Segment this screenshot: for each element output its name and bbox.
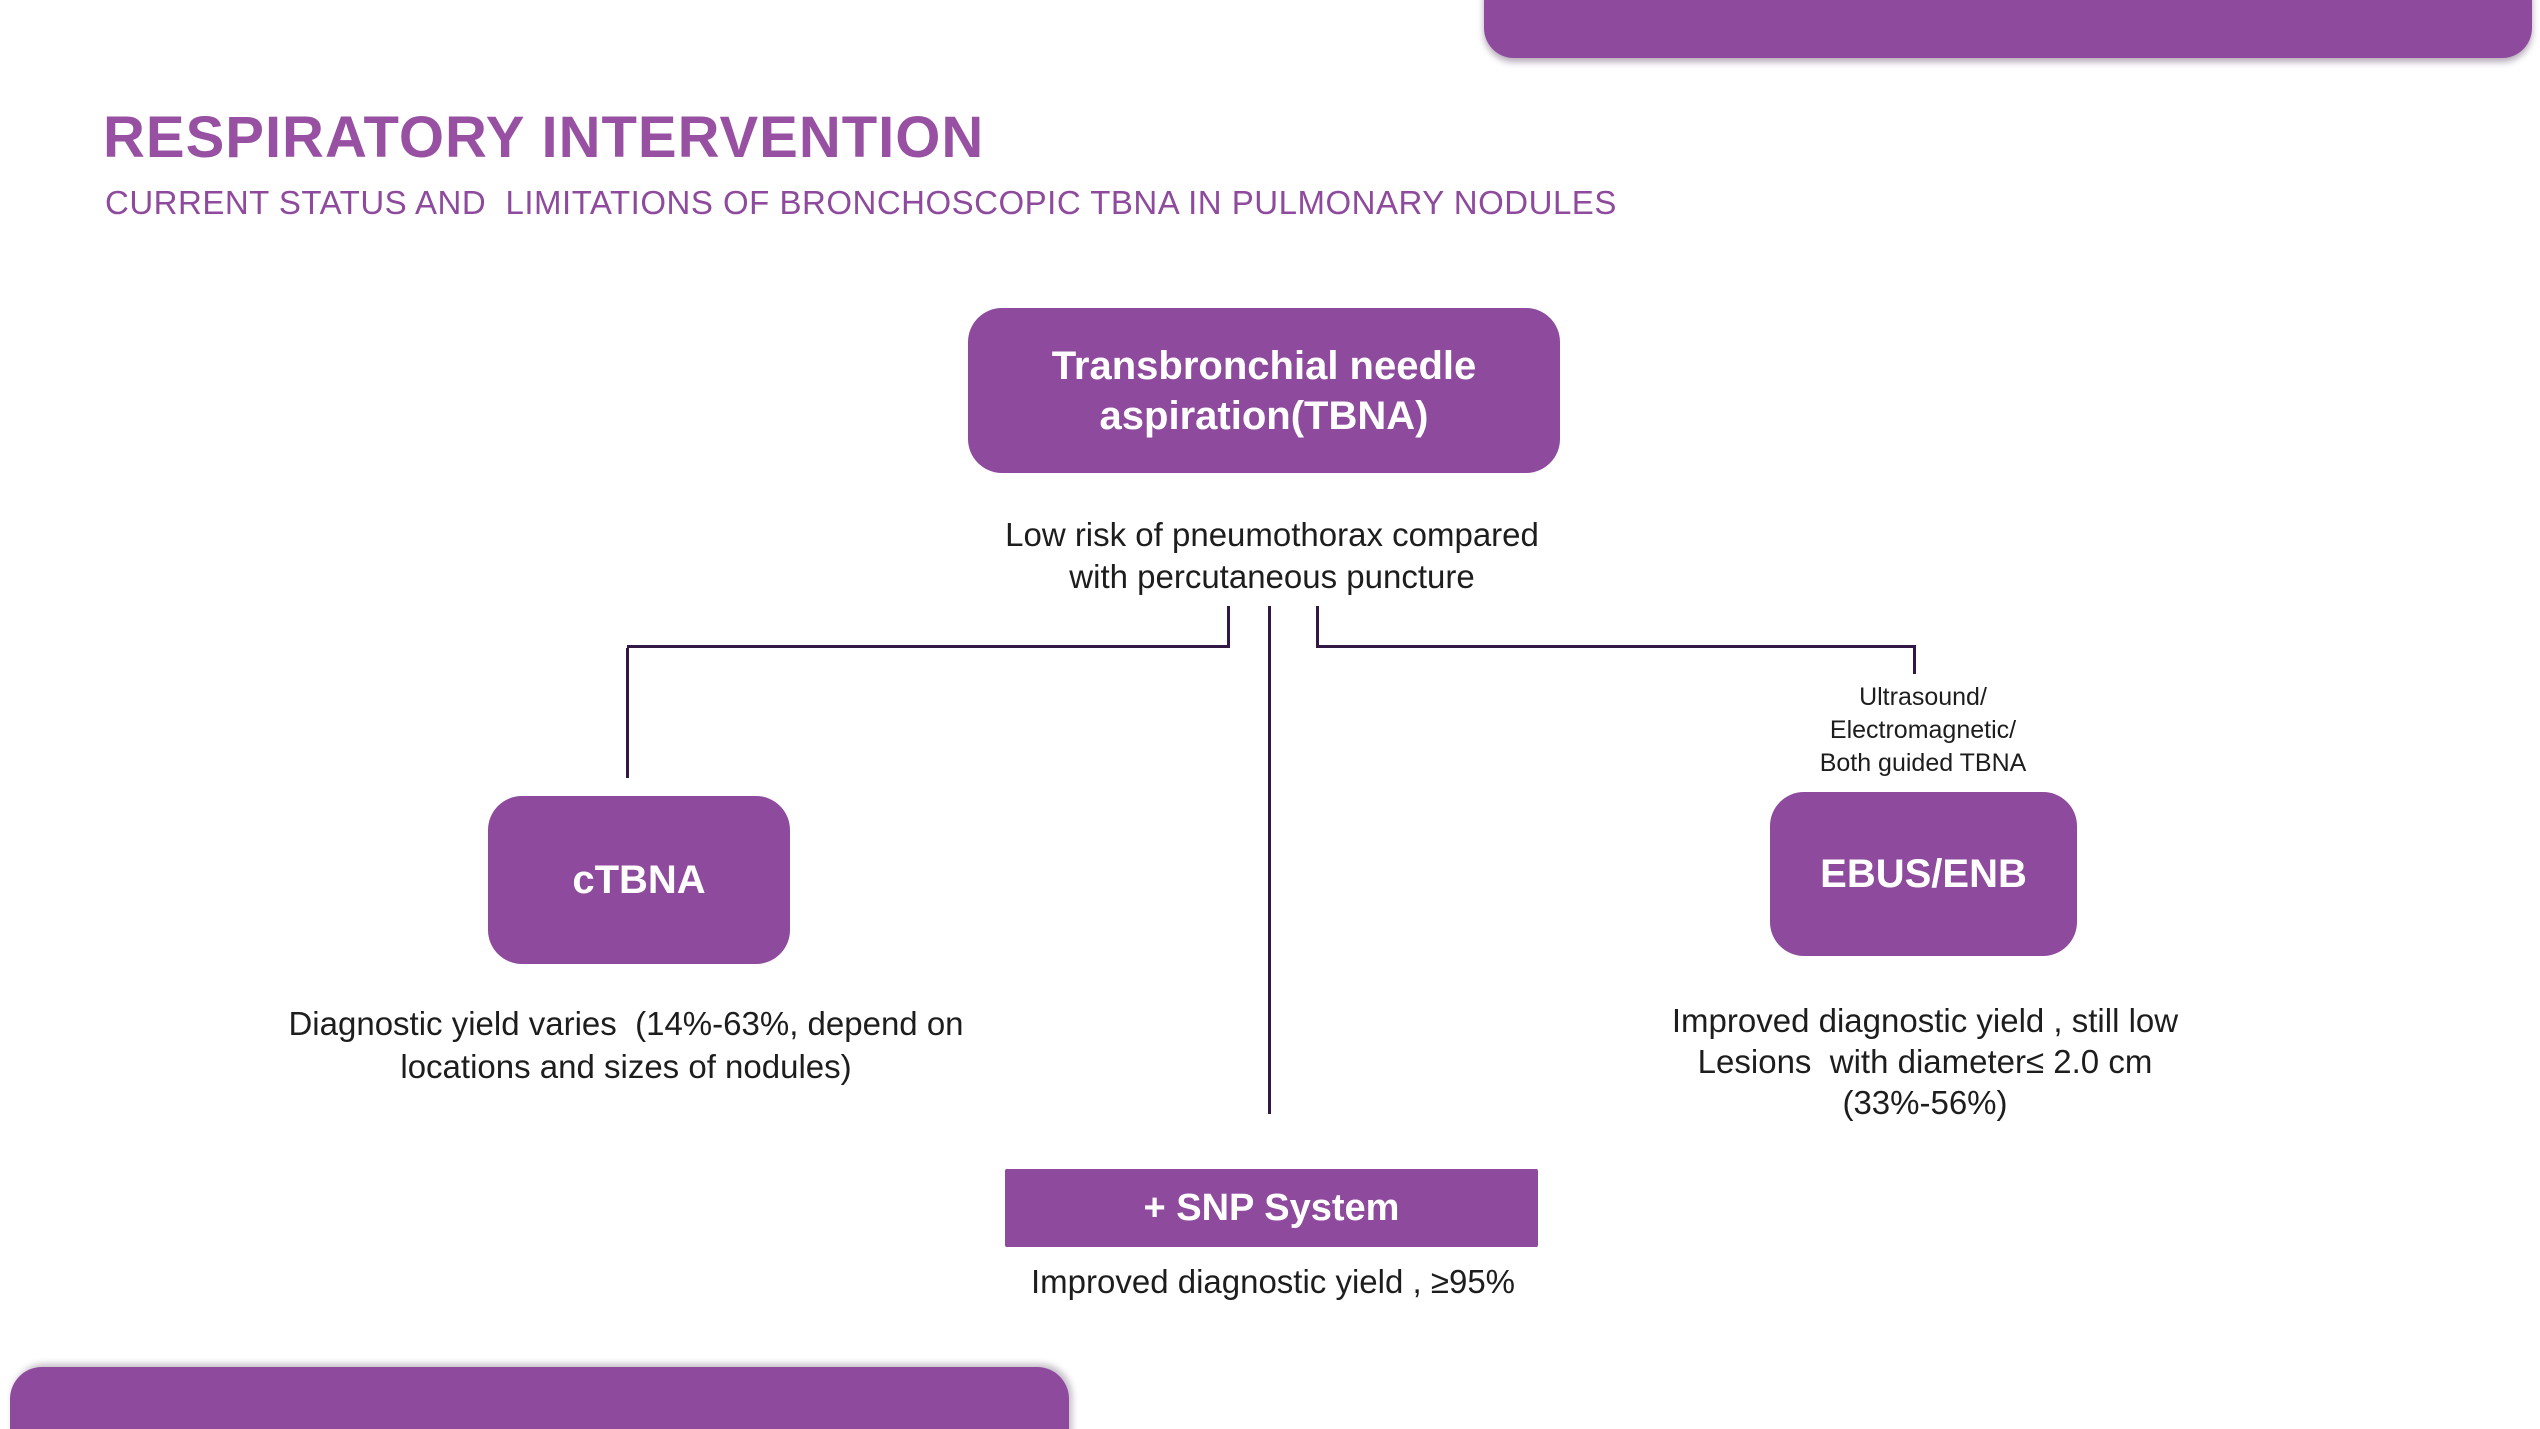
node-ebus-enb-label: EBUS/ENB	[1820, 851, 2027, 896]
connector-vertical-left	[626, 648, 629, 778]
page-subtitle: CURRENT STATUS AND LIMITATIONS OF BRONCH…	[105, 184, 1617, 221]
connector-stub-left	[1227, 606, 1230, 648]
annotation-guided-tbna: Ultrasound/ Electromagnetic/ Both guided…	[1819, 683, 2027, 777]
connector-horizontal-right	[1316, 645, 1916, 648]
caption-ebus-enb: Improved diagnostic yield , still low Le…	[1671, 1002, 2179, 1121]
page-title: RESPIRATORY INTERVENTION	[103, 105, 985, 170]
node-ctbna: cTBNA	[488, 796, 790, 964]
node-ebus-enb: EBUS/ENB	[1770, 792, 2077, 956]
connector-stub-center	[1268, 606, 1271, 1114]
node-tbna: Transbronchial needle aspiration(TBNA)	[968, 308, 1560, 473]
node-ctbna-label: cTBNA	[572, 857, 706, 902]
decor-bottom-left-bar	[10, 1367, 1069, 1429]
node-snp-system-label: + SNP System	[1143, 1186, 1400, 1229]
caption-ctbna: Diagnostic yield varies (14%-63%, depend…	[288, 1005, 964, 1085]
caption-tbna: Low risk of pneumothorax compared with p…	[1005, 516, 1539, 595]
connector-stub-right	[1316, 606, 1319, 648]
connector-horizontal-left	[627, 645, 1230, 648]
caption-snp-system: Improved diagnostic yield , ≥95%	[1030, 1263, 1516, 1300]
decor-top-right-bar	[1484, 0, 2532, 58]
connector-vertical-right	[1913, 648, 1916, 674]
node-tbna-label: Transbronchial needle aspiration(TBNA)	[1051, 343, 1477, 438]
node-snp-system: + SNP System	[1005, 1169, 1538, 1247]
